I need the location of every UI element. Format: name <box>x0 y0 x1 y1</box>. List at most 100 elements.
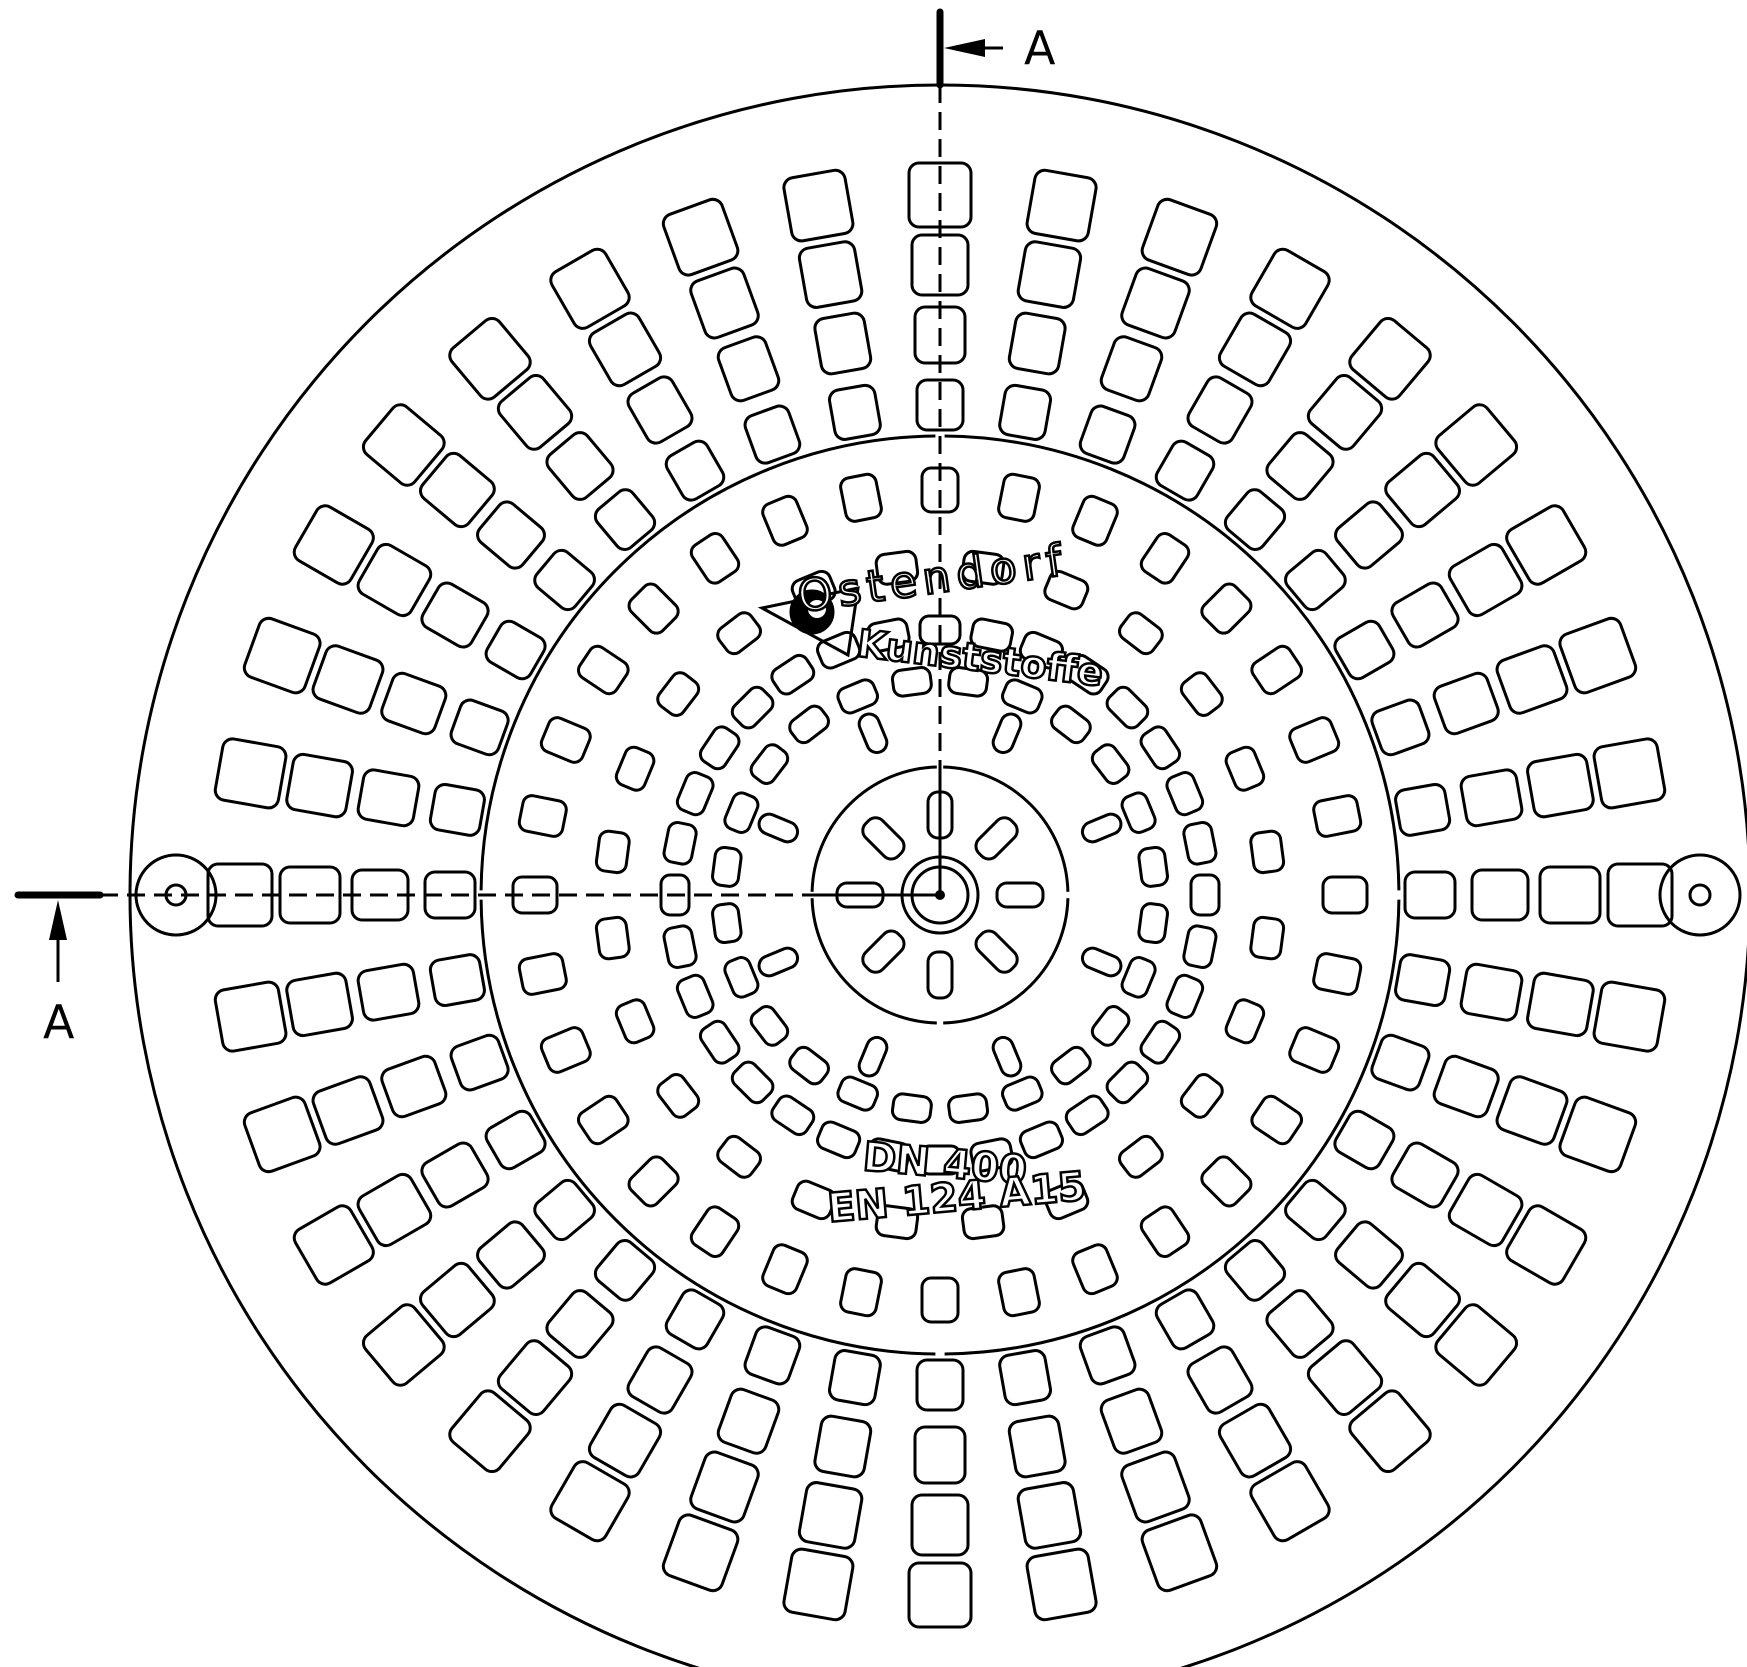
lifting-hole-right <box>1658 853 1742 937</box>
vent-slot <box>1434 403 1519 487</box>
vent-slot <box>969 617 1014 653</box>
vent-slot <box>380 1054 448 1119</box>
vent-slot <box>484 1109 547 1171</box>
vent-slot <box>659 873 691 917</box>
vent-slot <box>428 782 486 837</box>
vent-slot <box>1526 752 1595 819</box>
vent-slot <box>419 1261 496 1339</box>
vent-slot <box>991 712 1023 755</box>
vent-slot <box>1080 812 1123 844</box>
vent-slot <box>420 581 490 649</box>
vent-slot <box>1080 946 1123 978</box>
vent-slot <box>689 1205 741 1259</box>
vent-slot <box>918 1144 962 1176</box>
vent-slot <box>1538 865 1602 925</box>
vent-slot <box>730 1060 775 1105</box>
vent-slot <box>1200 1155 1253 1208</box>
vent-slot <box>292 1204 375 1286</box>
vent-slot <box>827 383 882 441</box>
vent-slot <box>1250 1094 1304 1146</box>
vent-slot <box>675 771 715 817</box>
vent-slot <box>1306 374 1384 451</box>
vent-slot <box>698 1019 741 1065</box>
vent-slot <box>449 698 510 757</box>
vent-slot <box>361 403 446 487</box>
vent-slot <box>517 794 568 838</box>
vent-slot <box>661 1513 740 1593</box>
vent-slot <box>711 902 743 945</box>
vent-slot <box>1071 1243 1119 1296</box>
vent-slot <box>991 1035 1023 1078</box>
vent-slot <box>874 549 920 586</box>
vent-slot <box>1139 1019 1182 1065</box>
vent-slot <box>356 1172 433 1248</box>
vent-slot <box>1384 451 1461 529</box>
vent-slot <box>1495 1075 1569 1146</box>
vent-slot <box>757 946 800 978</box>
vent-slot <box>866 617 911 653</box>
vent-slot <box>496 1339 574 1416</box>
vent-slot <box>356 542 433 618</box>
vent-slot <box>1470 868 1530 922</box>
vent-slot <box>1018 630 1064 670</box>
vent-slot <box>1348 316 1432 401</box>
vent-slot <box>836 678 879 715</box>
vent-slot <box>1179 671 1224 717</box>
vent-slot <box>997 1267 1041 1318</box>
vent-slot <box>998 383 1053 441</box>
vent-slot <box>1312 794 1363 838</box>
vent-slot <box>1447 1172 1524 1248</box>
vent-slot <box>1099 335 1164 403</box>
section-arrow-top: A <box>944 21 1056 75</box>
vent-slot <box>1105 1060 1150 1105</box>
vent-slot <box>626 375 694 445</box>
vent-slot <box>594 915 631 961</box>
vent-slot <box>813 1414 873 1479</box>
vent-slot <box>1249 247 1331 330</box>
vent-slot <box>1224 998 1266 1045</box>
vent-slot <box>1090 1005 1131 1047</box>
vent-slot <box>1384 1261 1461 1339</box>
vent-slot <box>1505 504 1588 586</box>
vent-slot <box>836 1075 879 1112</box>
vent-slot <box>1007 311 1067 376</box>
vent-slot <box>761 1243 809 1296</box>
vent-slot <box>448 1389 532 1474</box>
vent-slot <box>476 1220 546 1290</box>
vent-slot <box>1078 1325 1137 1386</box>
vent-slot <box>1025 168 1098 243</box>
vent-slot <box>1120 266 1191 340</box>
vent-slot <box>1165 973 1205 1019</box>
vent-slot <box>533 1178 596 1242</box>
vent-slot <box>626 1345 694 1415</box>
vent-slot <box>716 1134 762 1179</box>
vent-slot <box>1001 1075 1044 1112</box>
vent-slot <box>594 829 631 875</box>
vent-slot <box>1025 1547 1098 1622</box>
vent-slot <box>1016 1481 1083 1550</box>
vent-slot <box>1118 611 1164 656</box>
vent-slot <box>749 743 790 785</box>
vent-slot <box>213 737 288 810</box>
vent-slot <box>913 1425 967 1485</box>
vent-slot <box>857 1035 889 1078</box>
vent-slot <box>1120 791 1157 834</box>
vent-slot <box>689 1450 760 1524</box>
vent-slot <box>1592 737 1667 810</box>
vent-slot <box>1139 1205 1191 1259</box>
vent-slot <box>1050 1045 1092 1086</box>
vent-slot <box>1288 1026 1341 1074</box>
vent-slot <box>861 929 906 974</box>
vent-slot <box>974 929 1019 974</box>
vent-slot <box>587 1402 663 1479</box>
vent-slot <box>947 666 990 698</box>
vent-slot <box>1394 782 1452 837</box>
vent-slot <box>311 644 385 715</box>
vent-slot <box>675 973 715 1019</box>
lifting-hole-left <box>134 853 218 937</box>
vent-slot <box>926 950 954 1000</box>
vent-slot <box>1018 1120 1064 1160</box>
vent-slot <box>1334 1220 1404 1290</box>
vent-slot <box>242 1095 322 1174</box>
